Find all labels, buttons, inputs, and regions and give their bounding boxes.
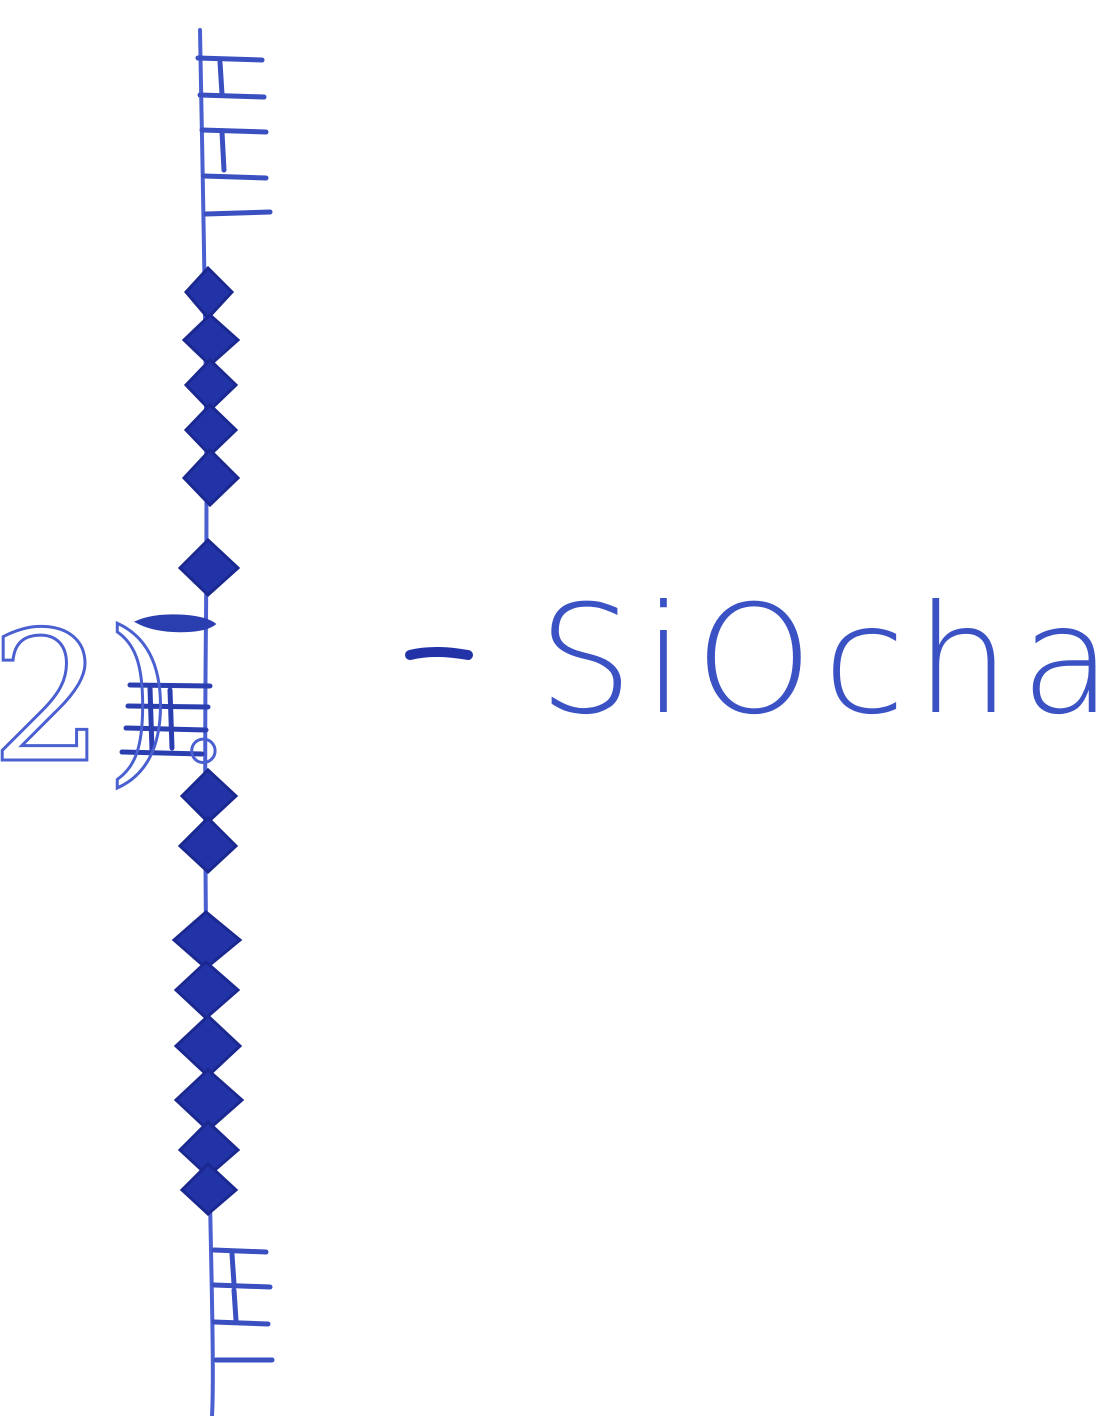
label-dash <box>405 647 473 660</box>
item-number: 2). <box>0 594 232 803</box>
item-label: SiOchain <box>538 574 1106 748</box>
middle-bond-ticks <box>119 614 217 757</box>
top-bond-ticks <box>195 55 273 217</box>
lower-diamond-atoms <box>171 767 245 1217</box>
upper-diamond-atoms <box>177 265 241 598</box>
bottom-bond-ticks <box>211 1247 275 1363</box>
